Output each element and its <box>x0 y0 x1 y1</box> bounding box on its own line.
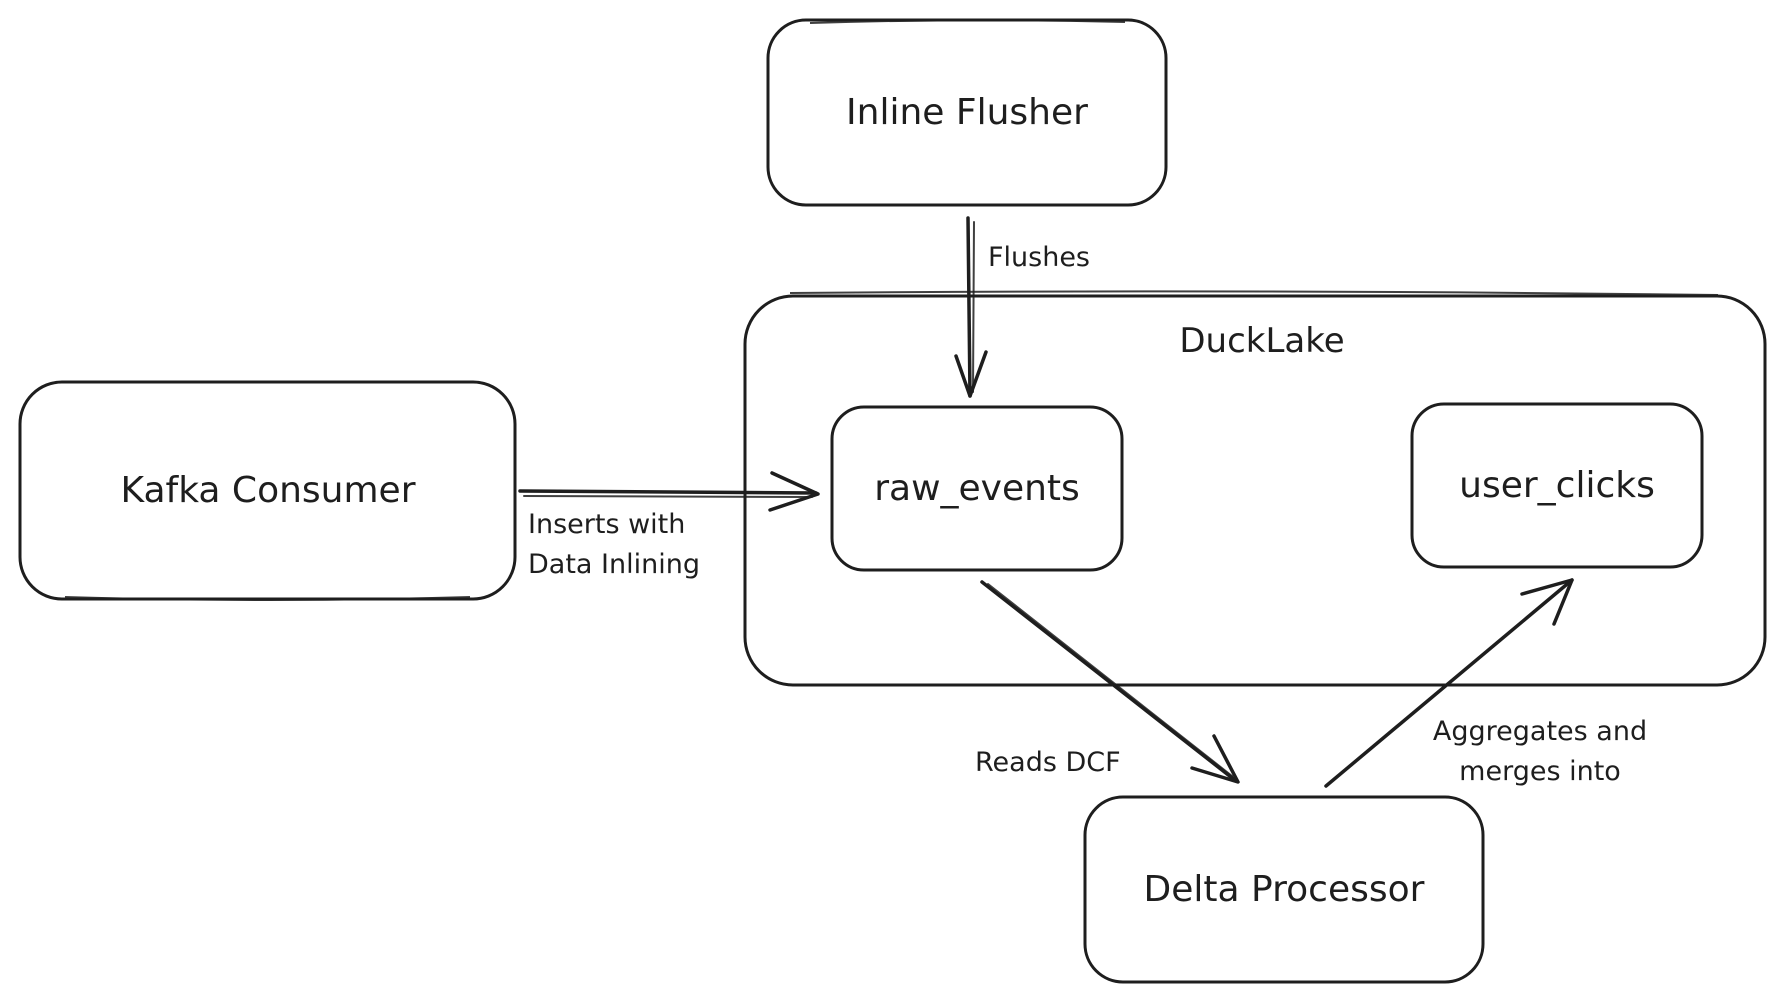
edge-flushes-line <box>966 216 972 398</box>
edge-aggregates-arrowhead <box>1520 578 1574 626</box>
edge-aggregates-label-line1: Aggregates and <box>1433 716 1647 747</box>
delta-processor-node: Delta Processor <box>1083 795 1485 984</box>
edge-inserts-line <box>518 489 818 495</box>
ducklake-group: DuckLake <box>743 290 1767 687</box>
user-clicks-node: user_clicks <box>1410 402 1704 569</box>
kafka-consumer-node: Kafka Consumer <box>18 380 517 601</box>
inline-flusher-node: Inline Flusher <box>766 18 1168 207</box>
edge-inserts-label-line1: Inserts with <box>528 509 685 540</box>
edge-reads-label: Reads DCF <box>975 747 1121 778</box>
edge-reads: Reads DCF <box>975 580 1240 784</box>
edge-reads-line <box>980 580 1238 783</box>
delta-processor-box <box>1083 795 1485 984</box>
edge-inserts: Inserts with Data Inlining <box>518 471 820 580</box>
edge-reads-sketch-line <box>987 583 1233 777</box>
user-clicks-label: user_clicks <box>1459 465 1655 506</box>
edge-flushes-sketch-line <box>972 221 975 393</box>
user-clicks-box <box>1410 402 1704 569</box>
raw-events-label: raw_events <box>874 468 1080 509</box>
ducklake-group-sketch-stroke <box>789 290 1719 296</box>
raw-events-box <box>830 405 1124 572</box>
ducklake-group-border <box>743 294 1767 687</box>
edge-flushes: Flushes <box>954 216 1090 398</box>
kafka-consumer-label: Kafka Consumer <box>121 470 416 511</box>
edge-inserts-arrowhead <box>768 471 820 512</box>
edge-flushes-label: Flushes <box>988 242 1090 273</box>
edge-flushes-arrowhead <box>954 350 988 398</box>
edge-aggregates-label-line2: merges into <box>1459 756 1621 787</box>
delta-processor-label: Delta Processor <box>1144 869 1425 910</box>
raw-events-node: raw_events <box>830 405 1124 572</box>
inline-flusher-label: Inline Flusher <box>846 92 1088 133</box>
inline-flusher-sketch-stroke <box>809 19 1126 24</box>
kafka-consumer-sketch-stroke <box>64 596 471 601</box>
edge-reads-arrowhead <box>1190 734 1240 784</box>
ducklake-group-label: DuckLake <box>1179 321 1344 361</box>
edge-inserts-sketch-line <box>523 495 813 498</box>
edge-aggregates: Aggregates and merges into <box>1324 578 1647 788</box>
edge-inserts-label-line2: Data Inlining <box>528 549 700 580</box>
edge-aggregates-line <box>1324 578 1574 788</box>
